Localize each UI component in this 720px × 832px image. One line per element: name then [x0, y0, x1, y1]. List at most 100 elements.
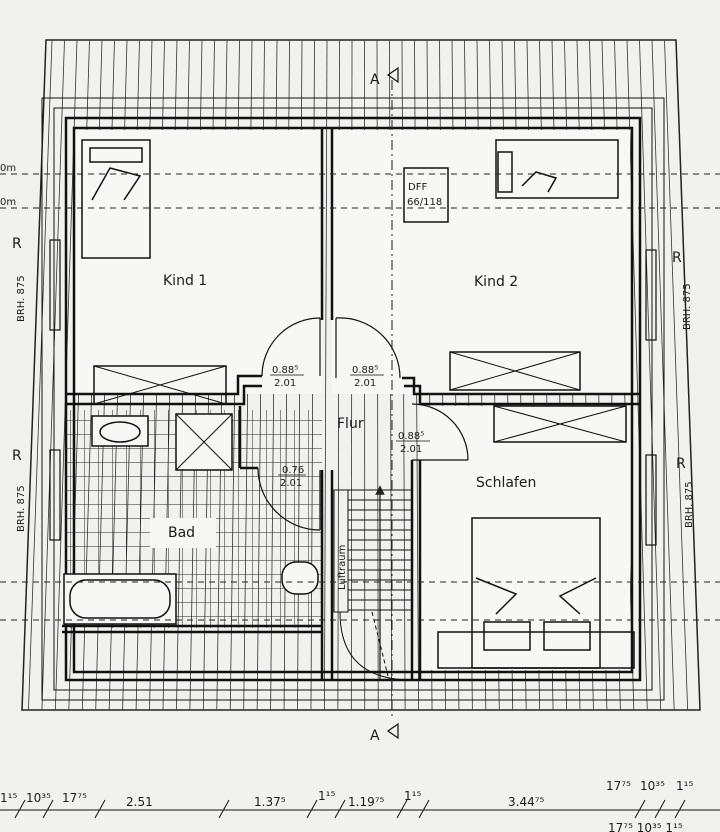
rafter-line: [41, 39, 65, 711]
double-bed-pillow-right: [543, 621, 591, 651]
interior-walls: [62, 128, 640, 680]
inner-wall-line: [72, 126, 634, 674]
room-label-kind1: Kind 1: [163, 273, 207, 289]
dim-3: 17⁷⁵: [62, 791, 87, 805]
wardrobe-kind2-x2: [449, 351, 581, 391]
dimension-tick: [306, 799, 318, 819]
outer-wall-line-2: [53, 107, 653, 691]
window-right-bottom: [645, 454, 657, 546]
kind1-furniture: [81, 139, 227, 405]
section-letter-top: A: [370, 72, 380, 88]
dim-4: 2.51: [126, 795, 153, 809]
window-r-left-bottom: R: [12, 448, 22, 464]
window-r-right-top: R: [672, 250, 682, 266]
outer-wall-line-1: [41, 97, 665, 701]
rafter-line: [28, 39, 53, 711]
section-arrow-top: [386, 66, 399, 84]
room-label-bg-bad: [150, 518, 216, 548]
roof-outline: [21, 39, 701, 711]
room-label-flur: Flur: [337, 416, 364, 432]
room-label-schlafen: Schlafen: [476, 475, 536, 491]
rafter-line: [639, 39, 662, 711]
door1-height: 2.01: [274, 378, 296, 389]
dim-bottom-cut: 17⁷⁵ 10³⁵ 1¹⁵: [608, 821, 683, 832]
schlafen-furniture: [437, 405, 635, 669]
dimension-line: [0, 799, 720, 819]
window-brh-left-top: BRH. 875: [16, 275, 27, 322]
door-labels: 0.88⁵ 2.01 0.88⁵ 2.01 0.88⁵ 2.01 0.76 2.…: [270, 365, 430, 489]
wardrobe-kind2: [449, 351, 581, 391]
window-left-top: [49, 239, 61, 331]
section-letter-bottom: A: [370, 728, 380, 744]
door4-width: 0.76: [282, 465, 304, 476]
skylight-box: [403, 167, 449, 223]
skylight-label-2: 66/118: [407, 197, 442, 208]
wardrobe-schlafen-x2: [493, 405, 627, 443]
stair-turn: [339, 611, 413, 681]
dim-11: 10³⁵: [640, 779, 665, 793]
door2-height: 2.01: [354, 378, 376, 389]
doors: [257, 317, 469, 531]
window-r-left-top: R: [12, 236, 22, 252]
outer-wall-line-3: [64, 116, 642, 682]
stair-center-dash: [371, 611, 389, 677]
wall-kind2-bottom-inner: [404, 384, 640, 406]
rafter-line: [664, 39, 689, 711]
window-r-right-bottom: R: [676, 456, 686, 472]
room-labels: Kind 1 Kind 2 Flur Schlafen Bad: [163, 273, 536, 541]
dimension-tick: [334, 799, 346, 819]
kind1-floor: [76, 130, 322, 394]
dim-7: 1.19⁷⁵: [348, 795, 385, 809]
left-edge-label-1: 0m: [0, 163, 16, 174]
dashed-lines: [0, 80, 720, 720]
dim-6: 1¹⁵: [318, 789, 335, 803]
window-left-bottom: [49, 449, 61, 541]
door3-height: 2.01: [400, 444, 422, 455]
rafter-line: [324, 39, 328, 711]
kind2-floor: [332, 130, 630, 394]
wall-kind1-bottom: [66, 374, 262, 396]
dim-8: 1¹⁵: [404, 789, 421, 803]
building-outline: [41, 97, 665, 701]
bed-kind1: [81, 139, 151, 259]
dimension-tick: [14, 799, 26, 819]
rafter-line: [651, 39, 675, 711]
dim-5: 1.37⁵: [254, 795, 286, 809]
door4-height: 2.01: [280, 478, 302, 489]
dimension-tick: [418, 799, 430, 819]
toilet: [281, 561, 319, 595]
dim-9: 3.44⁷⁵: [508, 795, 545, 809]
wardrobe-kind1-x2: [93, 365, 227, 405]
left-edge-label-2: 0m: [0, 197, 16, 208]
room-label-kind2: Kind 2: [474, 274, 518, 290]
kind2-furniture: [403, 139, 619, 391]
dimension-tick: [42, 799, 54, 819]
misc-labels: DFF 66/118 Luftraum A A 0m 0m: [0, 72, 442, 744]
bed-kind1-pillow: [89, 147, 143, 163]
double-bed-blanket-right: [558, 577, 597, 615]
dimension-ticks: [14, 799, 686, 819]
room-label-bad: Bad: [168, 525, 195, 541]
door-schlafen-swing: [411, 403, 469, 461]
dimension-tick: [94, 799, 106, 819]
side-windows: [49, 239, 657, 546]
bed-kind1-blanket: [91, 167, 142, 201]
door-bad-swing: [257, 467, 321, 531]
door-kind2-swing: [335, 317, 401, 379]
window-brh-right-top: BRH. 875: [682, 283, 693, 330]
bathtub-inner: [69, 579, 171, 619]
wardrobe-schlafen: [493, 405, 627, 443]
skylight-label-1: DFF: [408, 182, 427, 193]
dim-12: 1¹⁵: [676, 779, 693, 793]
dim-1: 1¹⁵: [0, 791, 17, 805]
door1-width: 0.88⁵: [272, 365, 298, 376]
dimension-labels: 1¹⁵ 10³⁵ 17⁷⁵ 2.51 1.37⁵ 1¹⁵ 1.19⁷⁵ 1¹⁵ …: [0, 779, 693, 832]
dimension-tick: [634, 799, 646, 819]
dresser-schlafen: [437, 631, 635, 669]
wardrobe-kind1: [93, 365, 227, 405]
luftraum-label: Luftraum: [337, 545, 348, 590]
dimension-tick: [218, 799, 230, 819]
window-brh-right-bottom: BRH. 875: [684, 481, 695, 528]
door-kind1-swing: [261, 317, 321, 377]
